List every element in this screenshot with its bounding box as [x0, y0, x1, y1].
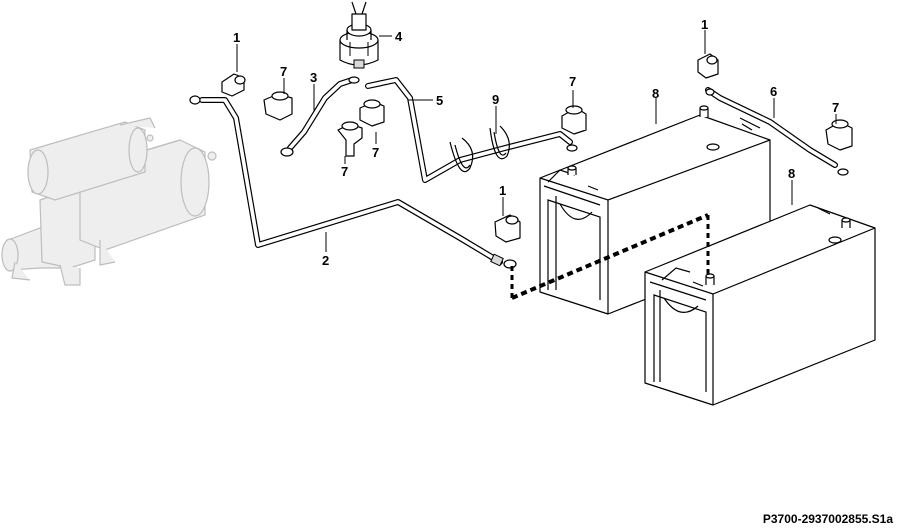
callout-8: 8 [788, 166, 795, 181]
protective-cap [825, 119, 853, 151]
callout-2: 2 [322, 253, 329, 268]
cable-5 [365, 77, 578, 183]
callout-7: 7 [832, 100, 839, 115]
terminal-clamp-right [697, 53, 719, 79]
callout-7: 7 [341, 164, 348, 179]
protective-cap [337, 121, 363, 157]
terminal-clamp-middle [494, 214, 521, 243]
callout-8: 8 [652, 86, 659, 101]
drawing-code: P3700-2937002855.S1a [762, 512, 893, 526]
callout-1: 1 [701, 17, 708, 32]
callout-1: 1 [499, 183, 506, 198]
starter-motor [1, 117, 217, 286]
cable-6 [705, 87, 849, 176]
callout-5: 5 [436, 93, 443, 108]
callout-1: 1 [233, 30, 240, 45]
callout-7: 7 [569, 74, 576, 89]
leader-lines [236, 30, 837, 252]
callout-9: 9 [492, 92, 499, 107]
ground-connection-dashed [511, 213, 709, 300]
protective-cap [359, 99, 385, 127]
callout-7: 7 [372, 145, 379, 160]
cable-tie-9 [449, 125, 510, 173]
callout-3: 3 [310, 70, 317, 85]
battery-2 [644, 204, 876, 406]
callout-7: 7 [280, 64, 287, 79]
terminal-clamp-top-left [221, 73, 246, 97]
callout-6: 6 [770, 84, 777, 99]
main-switch [339, 1, 379, 69]
protective-cap [263, 91, 293, 121]
cable-2 [189, 95, 517, 269]
protective-cap [561, 105, 587, 135]
callout-4: 4 [395, 29, 403, 44]
cable-3 [280, 76, 360, 157]
